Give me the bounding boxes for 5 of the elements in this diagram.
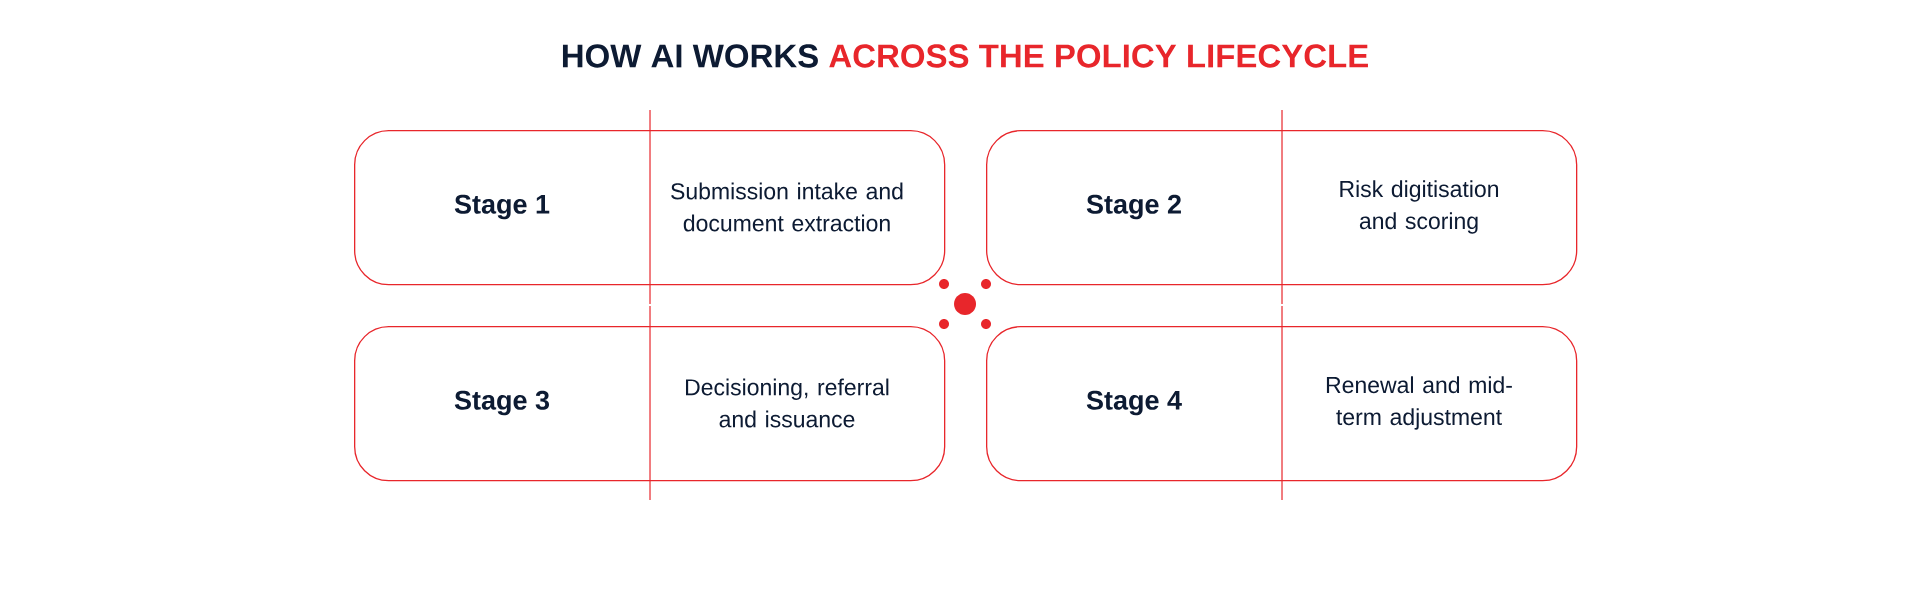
stage-box: Stage 1 Submission intake and document extraction [354, 109, 946, 305]
stage-box: Stage 2 Risk digitisation and scoring [986, 109, 1578, 305]
title: HOW AI WORKS ACROSS THE POLICY LIFECYCLE [562, 44, 1368, 68]
stage-box: Stage 4 Renewal and mid-term adjustment [986, 305, 1578, 501]
stage-box: Stage 3 Decisioning, referral and issuance [354, 305, 946, 501]
